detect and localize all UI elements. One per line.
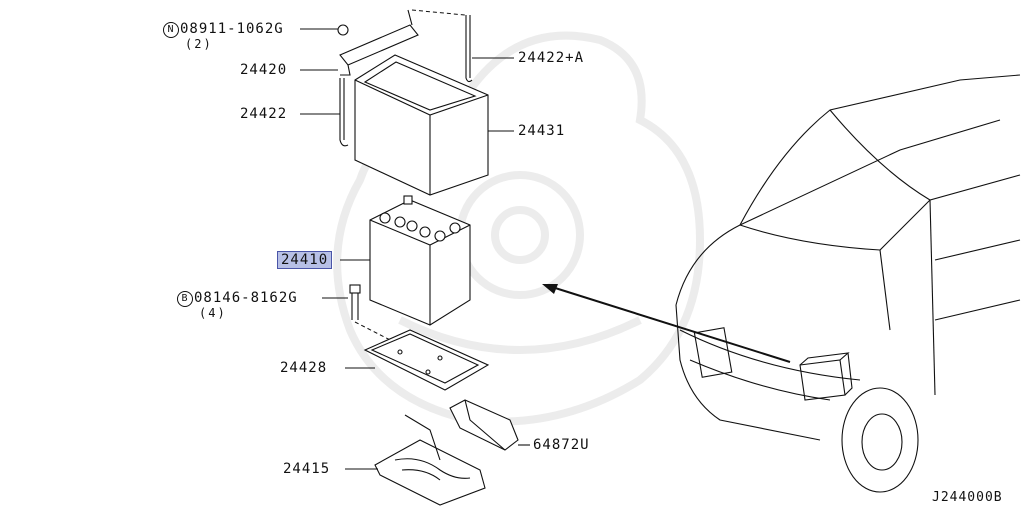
callout-duct[interactable]: 64872U	[533, 437, 590, 453]
leader-lines	[300, 28, 530, 470]
callout-bolt-qty: (4)	[199, 306, 227, 320]
callout-bolt-code: 08146-8162G	[194, 290, 298, 306]
battery-tray	[363, 329, 490, 391]
battery-cover	[354, 54, 489, 196]
bolt-prefix-badge: B	[177, 291, 193, 307]
hold-down-rods	[339, 15, 473, 147]
callout-nut-qty: (2)	[185, 37, 213, 51]
battery	[369, 195, 471, 326]
location-arrow	[542, 284, 791, 363]
callout-bracket[interactable]: 24420	[240, 62, 288, 78]
air-duct	[449, 399, 519, 451]
callout-rod-left[interactable]: 24422	[240, 106, 288, 122]
callout-rod-right[interactable]: 24422+A	[518, 50, 585, 66]
hold-down-bracket	[337, 9, 466, 76]
battery-support	[374, 414, 486, 506]
callout-battery-highlighted[interactable]: 24410	[277, 251, 333, 269]
diagram-id: J244000B	[932, 490, 1003, 505]
nut-prefix-badge: N	[163, 22, 179, 38]
callout-cover[interactable]: 24431	[518, 123, 566, 139]
callout-nut-code: 08911-1062G	[180, 21, 284, 37]
vehicle-outline	[675, 74, 1021, 493]
callout-support[interactable]: 24415	[283, 461, 331, 477]
callout-tray[interactable]: 24428	[280, 360, 328, 376]
